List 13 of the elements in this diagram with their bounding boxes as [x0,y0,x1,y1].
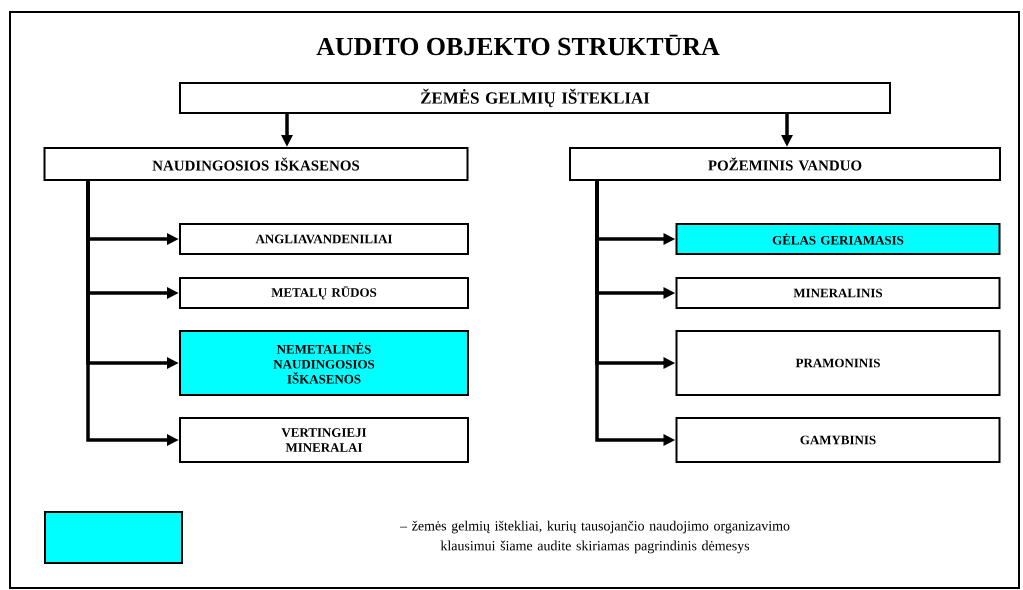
title: AUDITO OBJEKTO STRUKTŪRA [316,34,720,56]
box: MINERALINIS [675,277,1001,309]
box: NAUDINGOSIOS IŠKASENOS [43,147,469,181]
box: GAMYBINIS [675,417,1001,463]
box: ANGLIAVANDENILIAI [179,223,469,255]
box: ŽEMĖS GELMIŲ IŠTEKLIAI [179,82,891,114]
box: METALŲ RŪDOS [179,277,469,309]
box: PRAMONINIS [675,330,1001,396]
box: GĖLAS GERIAMASIS [675,223,1001,255]
box: POŽEMINIS VANDUO [569,147,1001,181]
box: NEMETALINĖS NAUDINGOSIOS IŠKASENOS [179,330,469,396]
legend-text: – žemės gelmių ištekliai, kurių tausojančio naudojimo organizavimo klausimui šiame audite skiriamas pagrindinis dėmesys [400,520,790,554]
box: VERTINGIEJI MINERALAI [179,417,469,463]
